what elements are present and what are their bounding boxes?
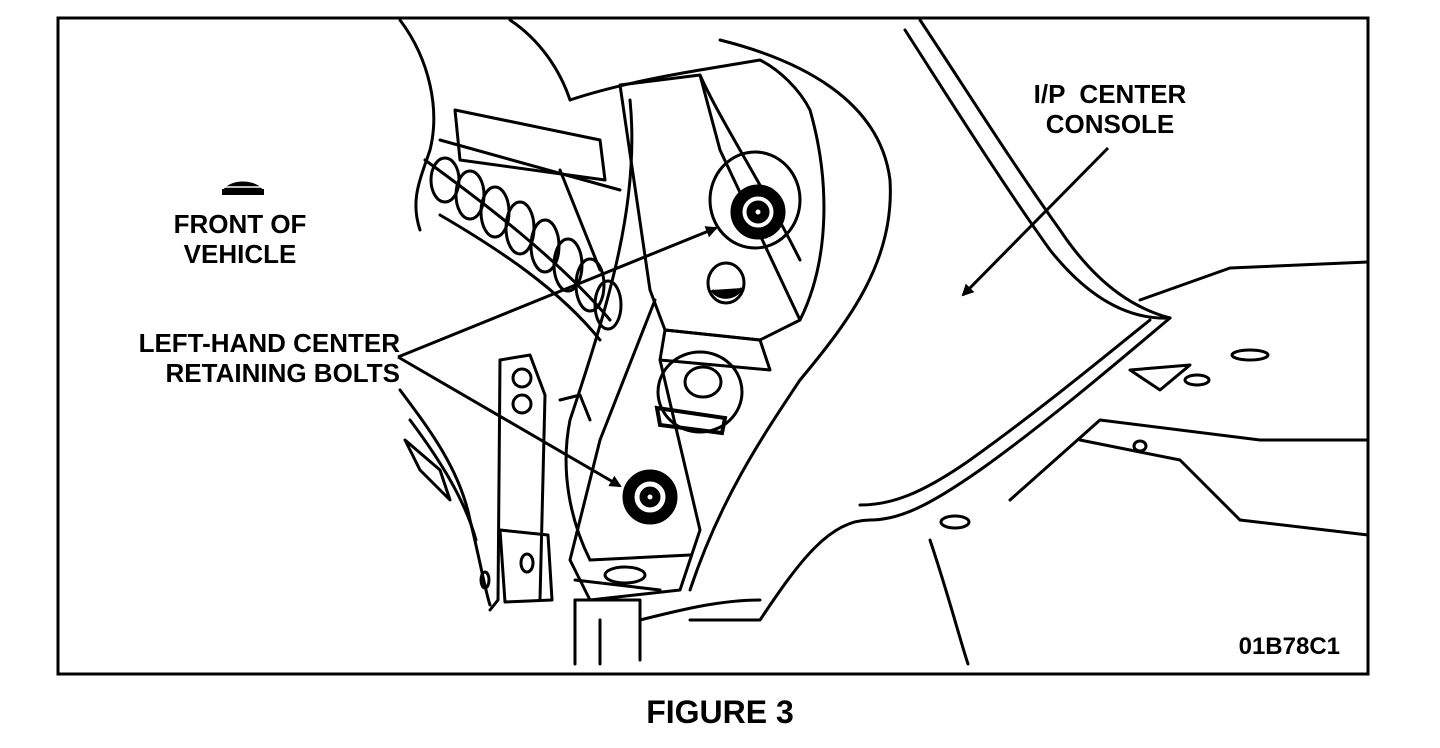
retaining-bolts-line-1: LEFT-HAND CENTER <box>138 328 400 358</box>
arrow-to-console <box>961 146 1110 297</box>
figure-border <box>56 16 1370 676</box>
arrow-to-lower-bolt <box>397 355 622 488</box>
retaining-bolt-lower <box>622 469 678 525</box>
center-console-line-1: I/P CENTER <box>1033 79 1187 109</box>
leader-arrows <box>397 146 1110 488</box>
center-console-line-2: CONSOLE <box>1045 109 1175 139</box>
front-of-vehicle-arrow-icon <box>222 181 264 195</box>
retaining-bolts-line-2: RETAINING BOLTS <box>165 358 400 388</box>
figure-caption: FIGURE 3 <box>646 694 794 730</box>
arrow-to-upper-bolt <box>397 226 718 359</box>
front-of-vehicle-line-1: FRONT OF <box>173 209 307 239</box>
retaining-bolt-upper <box>708 150 802 250</box>
bracket-holes <box>603 261 746 585</box>
line-drawing <box>398 18 1370 666</box>
front-of-vehicle-line-2: VEHICLE <box>183 239 297 269</box>
retaining-bolts-label: LEFT-HAND CENTER RETAINING BOLTS <box>90 328 400 388</box>
front-of-vehicle-label: FRONT OF VEHICLE <box>150 209 330 269</box>
center-console-label: I/P CENTER CONSOLE <box>1010 79 1210 139</box>
figure-code: 01B78C1 <box>1238 633 1340 660</box>
